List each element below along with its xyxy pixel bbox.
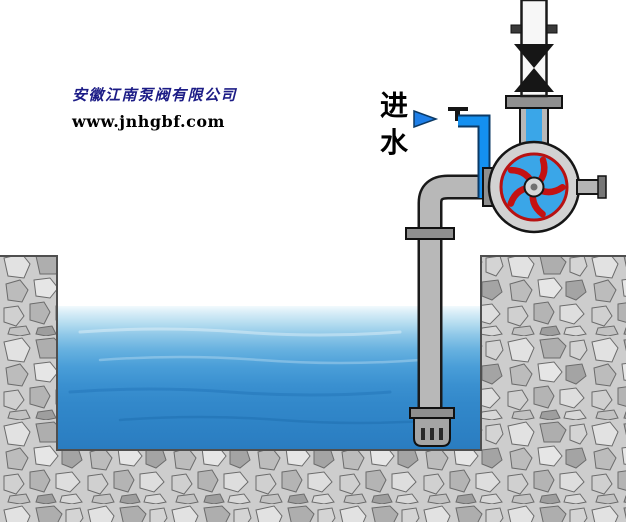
pit-water <box>57 306 481 450</box>
company-website: www.jnhgbf.com <box>72 112 225 131</box>
company-name: 安徽江南泵阀有限公司 <box>72 86 238 104</box>
pump-shaft <box>576 175 607 199</box>
pit-rim <box>0 255 626 451</box>
foot-valve <box>409 407 455 447</box>
discharge-pipe <box>505 0 563 155</box>
suction-pipe <box>405 174 494 410</box>
inlet-water-label: 进水 <box>380 89 409 159</box>
discharge-flange <box>505 95 563 109</box>
gate-valve-icon <box>514 44 554 92</box>
gravel-ground <box>0 255 626 522</box>
pump-cross-section <box>487 140 581 234</box>
inlet-fitting <box>448 107 468 111</box>
pipe-flange <box>405 227 455 240</box>
inlet-arrow-icon <box>413 109 439 129</box>
